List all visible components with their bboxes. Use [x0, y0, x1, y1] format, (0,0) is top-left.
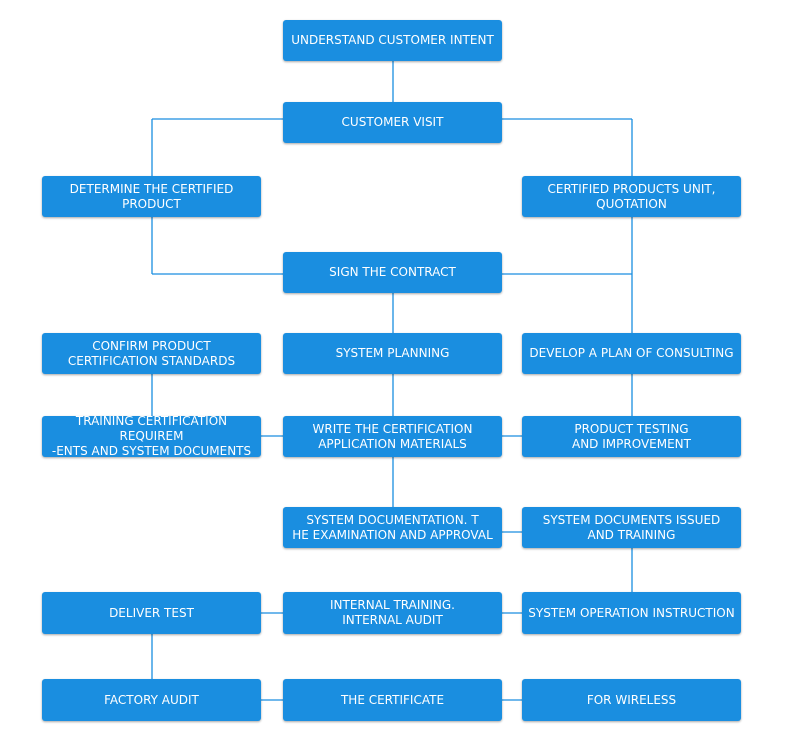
node-customer-visit: CUSTOMER VISIT — [283, 102, 502, 143]
node-internal-training-audit: INTERNAL TRAINING. INTERNAL AUDIT — [283, 592, 502, 634]
node-the-certificate: THE CERTIFICATE — [283, 679, 502, 721]
node-deliver-test: DELIVER TEST — [42, 592, 261, 634]
node-product-testing-improvement: PRODUCT TESTING AND IMPROVEMENT — [522, 416, 741, 457]
node-training-certification-requirements: TRAINING CERTIFICATION REQUIREM -ENTS AN… — [42, 414, 261, 458]
node-system-planning: SYSTEM PLANNING — [283, 333, 502, 374]
node-system-documentation-approval: SYSTEM DOCUMENTATION. T HE EXAMINATION A… — [283, 507, 502, 548]
node-confirm-certification-standards: CONFIRM PRODUCT CERTIFICATION STANDARDS — [42, 333, 261, 374]
node-write-application-materials: WRITE THE CERTIFICATION APPLICATION MATE… — [283, 416, 502, 457]
node-system-documents-issued-training: SYSTEM DOCUMENTS ISSUED AND TRAINING — [522, 507, 741, 548]
node-understand-customer-intent: UNDERSTAND CUSTOMER INTENT — [283, 20, 502, 61]
node-sign-the-contract: SIGN THE CONTRACT — [283, 252, 502, 293]
node-determine-certified-product: DETERMINE THE CERTIFIED PRODUCT — [42, 176, 261, 217]
node-develop-consulting-plan: DEVELOP A PLAN OF CONSULTING — [522, 333, 741, 374]
node-for-wireless: FOR WIRELESS — [522, 679, 741, 721]
node-system-operation-instruction: SYSTEM OPERATION INSTRUCTION — [522, 592, 741, 634]
node-certified-products-unit-quotation: CERTIFIED PRODUCTS UNIT, QUOTATION — [522, 176, 741, 217]
node-factory-audit: FACTORY AUDIT — [42, 679, 261, 721]
